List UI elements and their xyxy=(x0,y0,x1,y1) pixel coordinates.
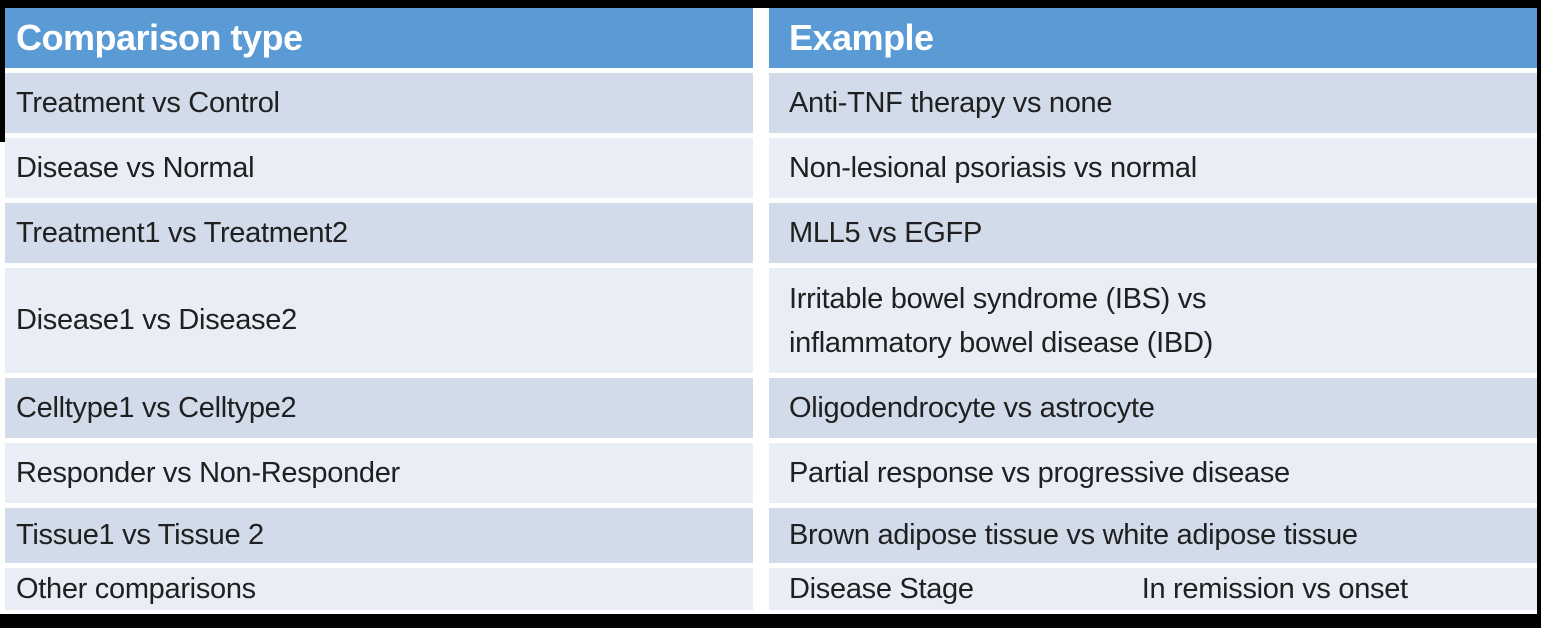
table-row: Treatment vs Control Anti-TNF therapy vs… xyxy=(5,73,1537,133)
right-edge-artifact xyxy=(1537,0,1541,628)
comparison-table: Comparison type Example Treatment vs Con… xyxy=(5,8,1537,610)
example-cell: Oligodendrocyte vs astrocyte xyxy=(769,378,1537,438)
comparison-cell: Responder vs Non-Responder xyxy=(5,443,753,503)
table-row: Celltype1 vs Celltype2 Oligodendrocyte v… xyxy=(5,378,1537,438)
example-cell: Partial response vs progressive disease xyxy=(769,443,1537,503)
comparison-text: Treatment vs Control xyxy=(16,86,280,119)
comparison-cell: Celltype1 vs Celltype2 xyxy=(5,378,753,438)
example-text: MLL5 vs EGFP xyxy=(789,216,983,249)
comparison-cell: Other comparisons xyxy=(5,568,753,610)
example-text-part2: In remission vs onset xyxy=(1141,572,1408,605)
comparison-cell: Treatment1 vs Treatment2 xyxy=(5,203,753,263)
example-text: Partial response vs progressive disease xyxy=(789,456,1290,489)
table-row: Tissue1 vs Tissue 2 Brown adipose tissue… xyxy=(5,508,1537,563)
column-header-label: Comparison type xyxy=(16,17,303,58)
example-text: Anti-TNF therapy vs none xyxy=(789,86,1113,119)
comparison-text: Disease1 vs Disease2 xyxy=(16,304,297,336)
example-text: Brown adipose tissue vs white adipose ti… xyxy=(789,519,1358,551)
column-header-comparison-type: Comparison type xyxy=(5,8,753,68)
comparison-text: Celltype1 vs Celltype2 xyxy=(16,391,297,424)
table-row: Disease1 vs Disease2 Irritable bowel syn… xyxy=(5,268,1537,373)
comparison-text: Tissue1 vs Tissue 2 xyxy=(16,519,264,551)
comparison-text: Other comparisons xyxy=(16,572,256,605)
comparison-text: Disease vs Normal xyxy=(16,151,255,184)
table-header-row: Comparison type Example xyxy=(5,8,1537,68)
column-header-example: Example xyxy=(769,8,1537,68)
comparison-text: Responder vs Non-Responder xyxy=(16,456,400,489)
left-edge-artifact xyxy=(0,0,5,142)
comparison-cell: Tissue1 vs Tissue 2 xyxy=(5,508,753,563)
example-cell: Anti-TNF therapy vs none xyxy=(769,73,1537,133)
table-row: Responder vs Non-Responder Partial respo… xyxy=(5,443,1537,503)
comparison-text: Treatment1 vs Treatment2 xyxy=(16,216,348,249)
table-row: Treatment1 vs Treatment2 MLL5 vs EGFP xyxy=(5,203,1537,263)
comparison-cell: Disease1 vs Disease2 xyxy=(5,268,753,373)
table-row: Other comparisons Disease Stage In remis… xyxy=(5,568,1537,610)
example-cell: MLL5 vs EGFP xyxy=(769,203,1537,263)
comparison-cell: Disease vs Normal xyxy=(5,138,753,198)
comparison-cell: Treatment vs Control xyxy=(5,73,753,133)
column-header-label: Example xyxy=(789,17,934,58)
example-text: Oligodendrocyte vs astrocyte xyxy=(789,391,1155,424)
example-text-part1: Disease Stage xyxy=(789,572,974,605)
letterbox-top-bar xyxy=(0,0,1541,8)
example-cell: Disease Stage In remission vs onset xyxy=(769,568,1537,610)
example-text-line2: inflammatory bowel disease (IBD) xyxy=(789,326,1213,359)
letterbox-bottom-bar xyxy=(0,614,1541,628)
example-text: Non-lesional psoriasis vs normal xyxy=(789,151,1197,184)
example-cell: Brown adipose tissue vs white adipose ti… xyxy=(769,508,1537,563)
example-cell: Irritable bowel syndrome (IBS) vs inflam… xyxy=(769,268,1537,373)
example-text-line1: Irritable bowel syndrome (IBS) vs xyxy=(789,282,1207,315)
table-row: Disease vs Normal Non-lesional psoriasis… xyxy=(5,138,1537,198)
example-cell: Non-lesional psoriasis vs normal xyxy=(769,138,1537,198)
